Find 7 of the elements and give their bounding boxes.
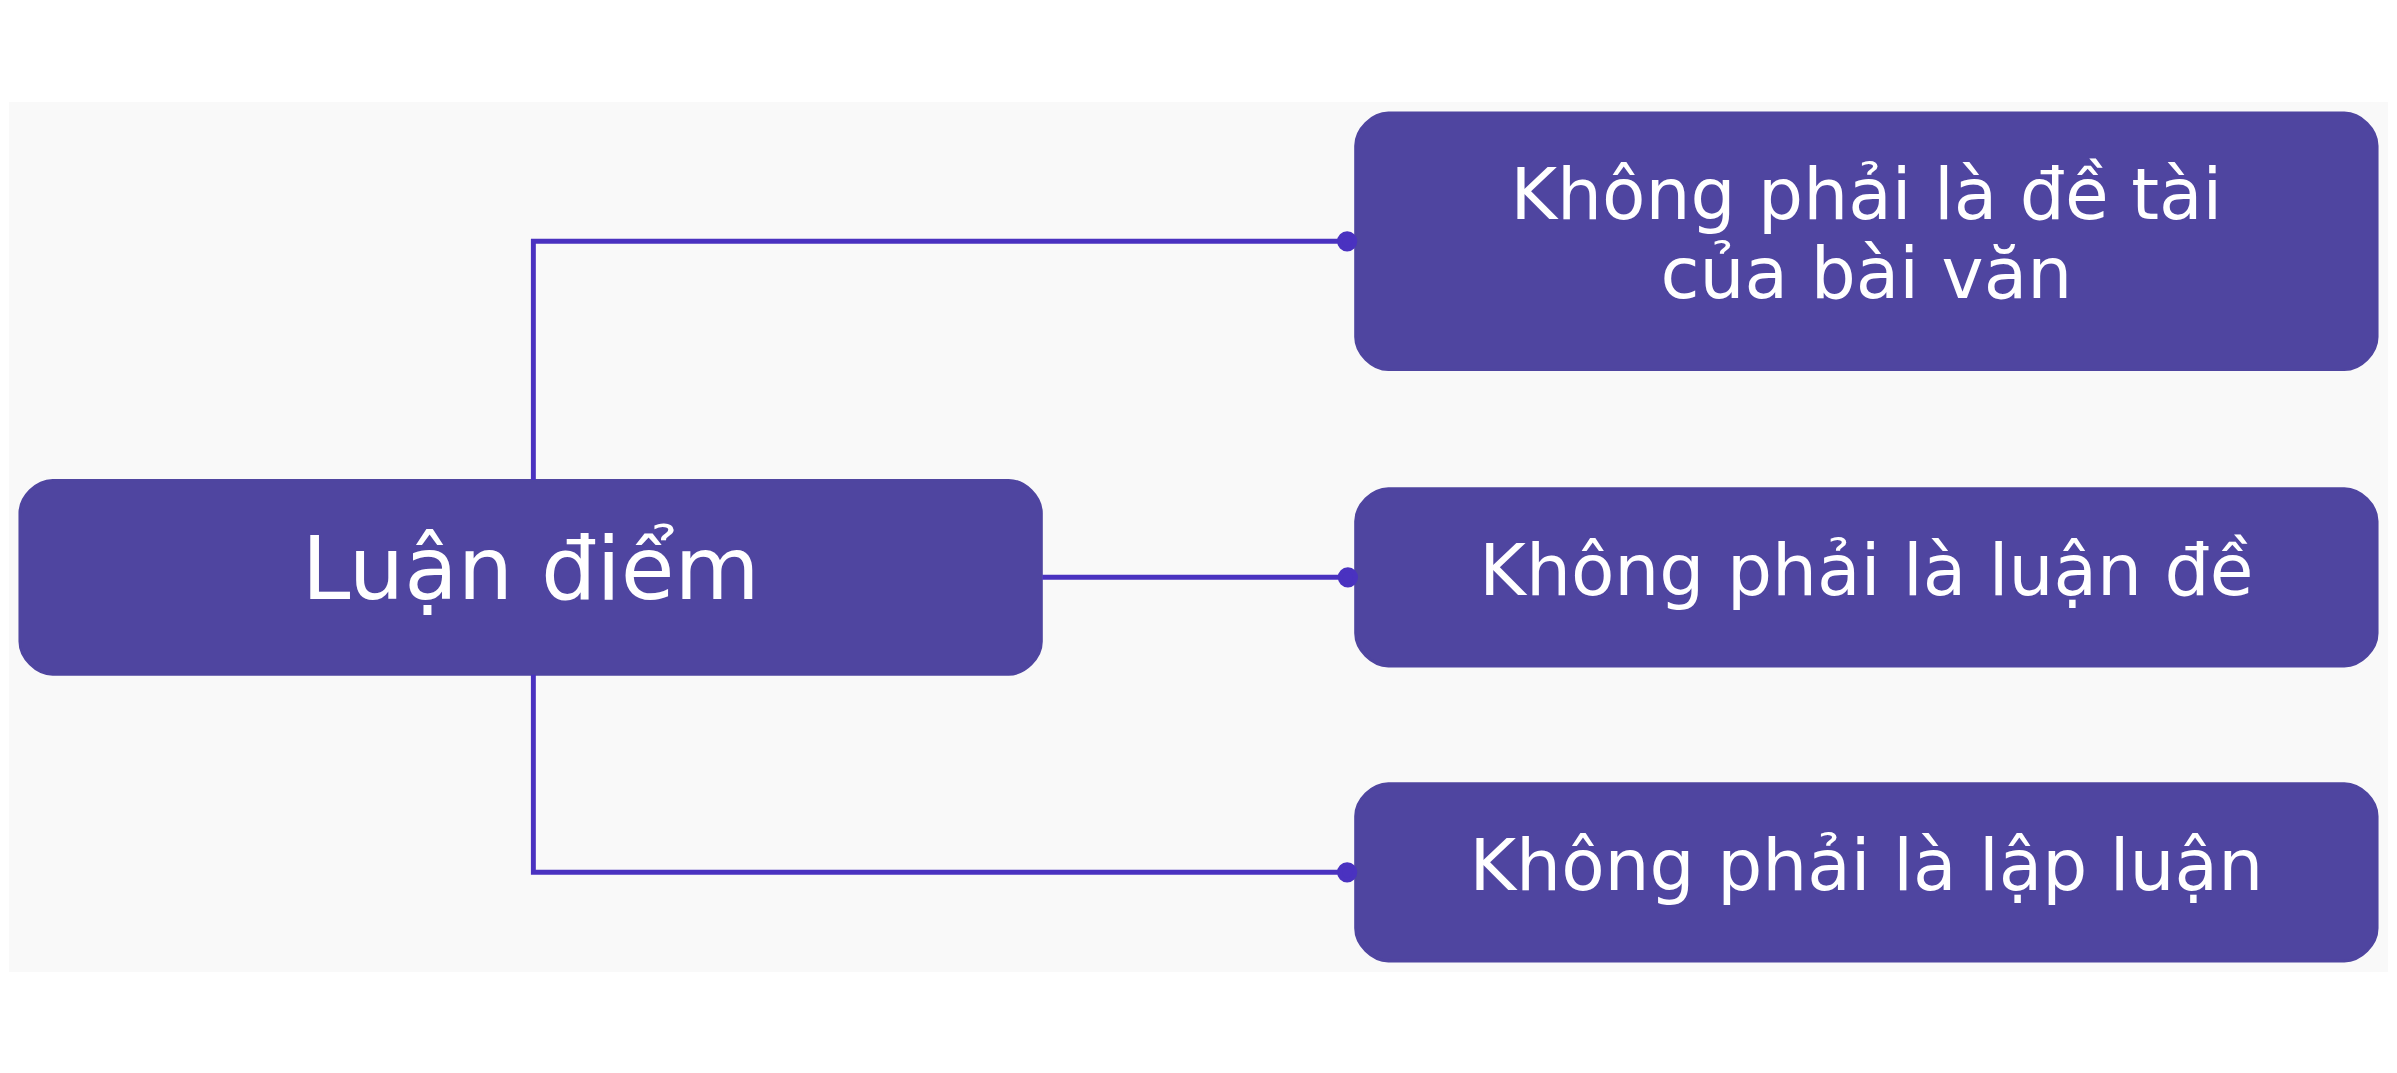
node-box: Luận điểm [18,478,1043,676]
connector [530,674,1358,882]
node-box: Không phải là đề tài của bài văn [1354,111,2379,371]
node-box: Không phải là luận đề [1354,486,2379,667]
connector [530,230,1358,480]
node-box: Không phải là lập luận [1354,781,2379,962]
connector [1042,566,1358,587]
